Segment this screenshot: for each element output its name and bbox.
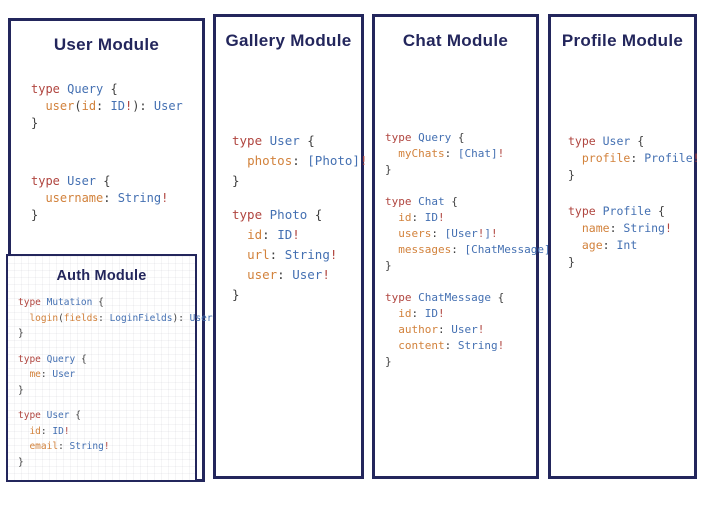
- code-block: type User { id: ID! email: String!}: [18, 408, 195, 470]
- code-line: photos: [Photo]!: [247, 153, 368, 168]
- code-line: users: [User!]!: [398, 227, 498, 240]
- code-line: }: [568, 168, 575, 182]
- code-line: type Query {: [31, 82, 118, 96]
- code-block: type Mutation { login(fields: LoginField…: [18, 295, 213, 342]
- panel-auth-module: Auth Module type Mutation { login(fields…: [6, 254, 213, 482]
- code-line: }: [18, 384, 24, 396]
- code-line: messages: [ChatMessage]!: [398, 243, 557, 256]
- code-line: }: [31, 208, 39, 222]
- code-line: }: [18, 456, 24, 468]
- code-block: type Photo { id: ID! url: String! user: …: [232, 205, 361, 305]
- code-line: name: String!: [581, 221, 672, 235]
- code-line: }: [31, 116, 39, 130]
- code-line: id: ID!: [398, 307, 445, 320]
- profile-module-title: Profile Module: [561, 31, 684, 50]
- code-line: }: [568, 255, 575, 269]
- chat-module-title: Chat Module: [402, 31, 509, 50]
- code-block: type Query { user(id: ID!): User}: [31, 81, 202, 132]
- panel-chat-module: Chat Module type Query { myChats: [Chat]…: [372, 14, 557, 479]
- user-module-title: User Module: [53, 35, 160, 54]
- code-line: type ChatMessage {: [385, 291, 505, 304]
- code-line: }: [18, 328, 24, 339]
- code-line: id: ID!: [29, 425, 70, 437]
- code-block: type Profile { name: String! age: Int}: [568, 203, 694, 271]
- code-line: user: User!: [247, 267, 330, 282]
- code-line: type User {: [18, 410, 81, 421]
- user-module-code: type Query { user(id: ID!): User}type Us…: [11, 81, 202, 224]
- code-line: }: [232, 287, 240, 302]
- code-line: type Mutation {: [18, 297, 104, 308]
- chat-module-code: type Query { myChats: [Chat]!}type Chat …: [375, 130, 557, 370]
- code-line: content: String!: [398, 339, 505, 352]
- code-line: }: [232, 173, 240, 188]
- code-line: }: [385, 163, 392, 176]
- code-line: type Photo {: [232, 207, 323, 222]
- code-block: type Query { myChats: [Chat]!}: [385, 130, 536, 178]
- code-line: type User {: [568, 134, 645, 148]
- code-line: user(id: ID!): User: [45, 99, 183, 113]
- code-line: type Chat {: [385, 195, 458, 208]
- code-line: }: [385, 355, 392, 368]
- auth-module-code: type Mutation { login(fields: LoginField…: [8, 295, 213, 470]
- code-line: age: Int: [581, 238, 638, 252]
- code-line: type User {: [232, 133, 315, 148]
- panel-profile-module: Profile Module type User { profile: Prof…: [548, 14, 700, 479]
- code-line: type Profile {: [568, 204, 665, 218]
- code-block: type User { username: String!}: [31, 173, 202, 224]
- profile-module-code: type User { profile: Profile!}type Profi…: [551, 133, 700, 271]
- code-block: type User { profile: Profile!}: [568, 133, 700, 184]
- code-line: url: String!: [247, 247, 338, 262]
- code-line: me: User: [29, 369, 76, 380]
- code-line: id: ID!: [247, 227, 300, 242]
- code-block: type Query { me: User}: [18, 352, 195, 399]
- code-line: type User {: [31, 174, 111, 188]
- gallery-module-code: type User { photos: [Photo]!}type Photo …: [216, 131, 368, 305]
- code-line: login(fields: LoginFields): User: [29, 312, 213, 324]
- code-block: type ChatMessage { id: ID! author: User!…: [385, 290, 536, 370]
- code-line: id: ID!: [398, 211, 445, 224]
- gallery-module-title: Gallery Module: [225, 31, 352, 50]
- code-block: type User { photos: [Photo]!}: [232, 131, 368, 191]
- code-block: type Chat { id: ID! users: [User!]! mess…: [385, 194, 557, 274]
- code-line: username: String!: [45, 191, 169, 205]
- code-line: email: String!: [29, 441, 110, 452]
- code-line: profile: Profile!: [581, 151, 700, 165]
- code-line: myChats: [Chat]!: [398, 147, 505, 160]
- code-line: }: [385, 259, 392, 272]
- code-line: type Query {: [18, 353, 87, 365]
- code-line: type Query {: [385, 131, 465, 144]
- code-line: author: User!: [398, 323, 485, 336]
- auth-module-title: Auth Module: [56, 268, 147, 284]
- panel-user-module: User Module type Query { user(id: ID!): …: [6, 18, 213, 482]
- panel-gallery-module: Gallery Module type User { photos: [Phot…: [213, 14, 368, 479]
